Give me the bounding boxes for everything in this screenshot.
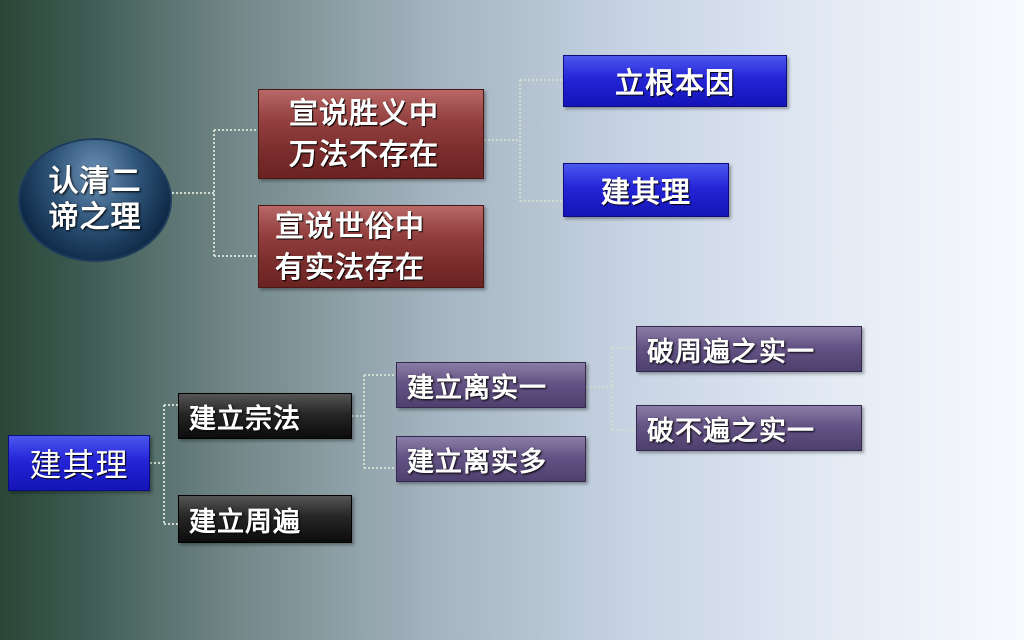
ultimate-truth-line1: 宣说胜义中 <box>289 96 440 130</box>
ultimate-truth-node[interactable]: 宣说胜义中 万法不存在 <box>258 89 484 179</box>
connector-thesis-to-children <box>352 374 396 469</box>
root-establish-logic-label: 建其理 <box>29 446 129 484</box>
conventional-truth-line2: 有实法存在 <box>275 249 426 284</box>
root-two-truths-node[interactable]: 认清二 谛之理 <box>18 138 172 262</box>
connector-ultimate-to-children <box>484 79 563 202</box>
root-two-truths-line1: 认清二 <box>48 164 142 199</box>
free-of-real-one-node[interactable]: 建立离实一 <box>396 362 586 408</box>
connector-oval-to-ultimate <box>172 129 258 257</box>
establish-logic-label: 建其理 <box>600 175 691 209</box>
establish-pervasion-node[interactable]: 建立周遍 <box>178 495 352 543</box>
root-two-truths-line2: 谛之理 <box>48 200 142 235</box>
establish-root-reason-node[interactable]: 立根本因 <box>563 55 787 107</box>
refute-pervasive-one-label: 破周遍之实一 <box>647 336 815 368</box>
root-establish-logic-node[interactable]: 建其理 <box>8 435 150 491</box>
free-of-real-many-label: 建立离实多 <box>407 446 547 478</box>
conventional-truth-line1: 宣说世俗中 <box>275 208 426 243</box>
connector-root-to-reasons <box>150 404 178 525</box>
establish-thesis-node[interactable]: 建立宗法 <box>178 393 352 439</box>
establish-thesis-label: 建立宗法 <box>189 403 301 435</box>
conventional-truth-node[interactable]: 宣说世俗中 有实法存在 <box>258 205 484 288</box>
free-of-real-many-node[interactable]: 建立离实多 <box>396 436 586 482</box>
refute-nonpervasive-one-label: 破不遍之实一 <box>647 415 815 447</box>
connector-one-to-children <box>586 347 636 431</box>
establish-root-reason-label: 立根本因 <box>614 66 735 100</box>
establish-logic-node[interactable]: 建其理 <box>563 163 729 217</box>
establish-pervasion-label: 建立周遍 <box>189 506 301 538</box>
free-of-real-one-label: 建立离实一 <box>407 372 547 404</box>
refute-pervasive-one-node[interactable]: 破周遍之实一 <box>636 326 862 372</box>
ultimate-truth-line2: 万法不存在 <box>289 137 440 171</box>
refute-nonpervasive-one-node[interactable]: 破不遍之实一 <box>636 405 862 451</box>
